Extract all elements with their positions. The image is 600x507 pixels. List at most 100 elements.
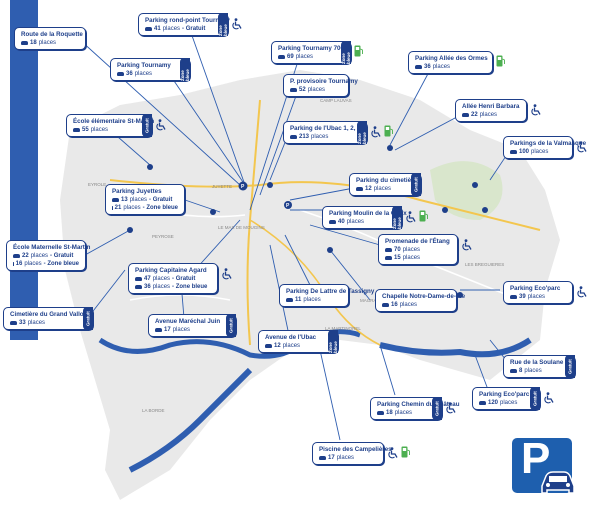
parking-card-title: Piscine des Campelières xyxy=(319,446,392,453)
wheelchair-icon xyxy=(576,285,588,298)
place-count: 12 xyxy=(365,186,372,192)
wheelchair-icon xyxy=(221,267,233,280)
place-unit: places xyxy=(524,368,542,374)
place-unit: places xyxy=(402,255,421,261)
svg-text:P: P xyxy=(286,203,290,209)
parking-card-title: Parking Moulin de la Croix xyxy=(329,210,407,217)
car-icon xyxy=(382,303,389,307)
parking-card-title: P. provisoire Tournamy xyxy=(290,78,358,85)
parking-card-title: Parkings de la Valmasque xyxy=(510,140,587,147)
map-label: LA MARTINOREL xyxy=(325,326,361,331)
car-icon xyxy=(112,206,113,210)
place-tariff: - Gratuit xyxy=(182,26,206,32)
car-icon xyxy=(479,401,486,405)
parking-card-title: Parking rond-point Tournany xyxy=(145,17,230,24)
wheelchair-icon xyxy=(445,401,457,414)
car-icon xyxy=(290,88,297,92)
place-count: 15 xyxy=(394,255,401,261)
place-count: 11 xyxy=(295,297,302,303)
map-label: PEYROSE xyxy=(152,234,174,239)
wheelchair-icon xyxy=(530,103,542,116)
parking-card-title: Parking de l'Ubac 1, 2, 3 xyxy=(290,125,361,132)
place-unit: places xyxy=(24,261,42,267)
place-unit: places xyxy=(479,112,498,118)
place-unit: places xyxy=(162,26,181,32)
place-unit: places xyxy=(129,197,148,203)
ev-charger-icon xyxy=(354,44,363,57)
place-unit: places xyxy=(311,134,329,140)
map-label: EYROLE xyxy=(88,182,107,187)
car-icon xyxy=(377,411,384,415)
place-count: 100 xyxy=(519,149,530,155)
tariff-tab: Gratuit xyxy=(142,114,152,137)
tariff-tab: Gratuit xyxy=(411,173,421,196)
place-unit: places xyxy=(394,410,413,416)
parking-card-title: Parking Tournamy xyxy=(117,62,171,69)
place-unit: places xyxy=(30,253,49,259)
place-unit: places xyxy=(432,64,451,70)
place-tariff: - Zone bleue xyxy=(43,261,79,267)
place-unit: places xyxy=(527,294,546,300)
parking-card-title: Promenade de l'Étang xyxy=(385,238,450,245)
parking-card-title: Parking Eco'parc xyxy=(479,391,530,398)
car-icon xyxy=(135,285,142,289)
place-count: 41 xyxy=(154,26,161,32)
tariff-tab: Gratuit xyxy=(226,314,236,337)
place-count: 52 xyxy=(299,87,306,93)
car-icon xyxy=(356,187,363,191)
ev-charger-icon xyxy=(419,209,428,222)
wheelchair-icon xyxy=(576,140,588,153)
place-unit: places xyxy=(373,186,392,192)
car-icon xyxy=(385,248,392,252)
place-unit: places xyxy=(27,320,46,326)
wheelchair-icon xyxy=(370,125,382,138)
place-unit: places xyxy=(500,400,518,406)
tariff-tab: Zone bleue xyxy=(218,13,228,36)
parking-card-title: Allée Henri Barbara xyxy=(462,103,520,110)
ev-charger-icon xyxy=(496,54,505,67)
place-tariff: - Gratuit xyxy=(172,276,196,282)
parking-card-title: Avenue Maréchal Juin xyxy=(155,318,221,325)
